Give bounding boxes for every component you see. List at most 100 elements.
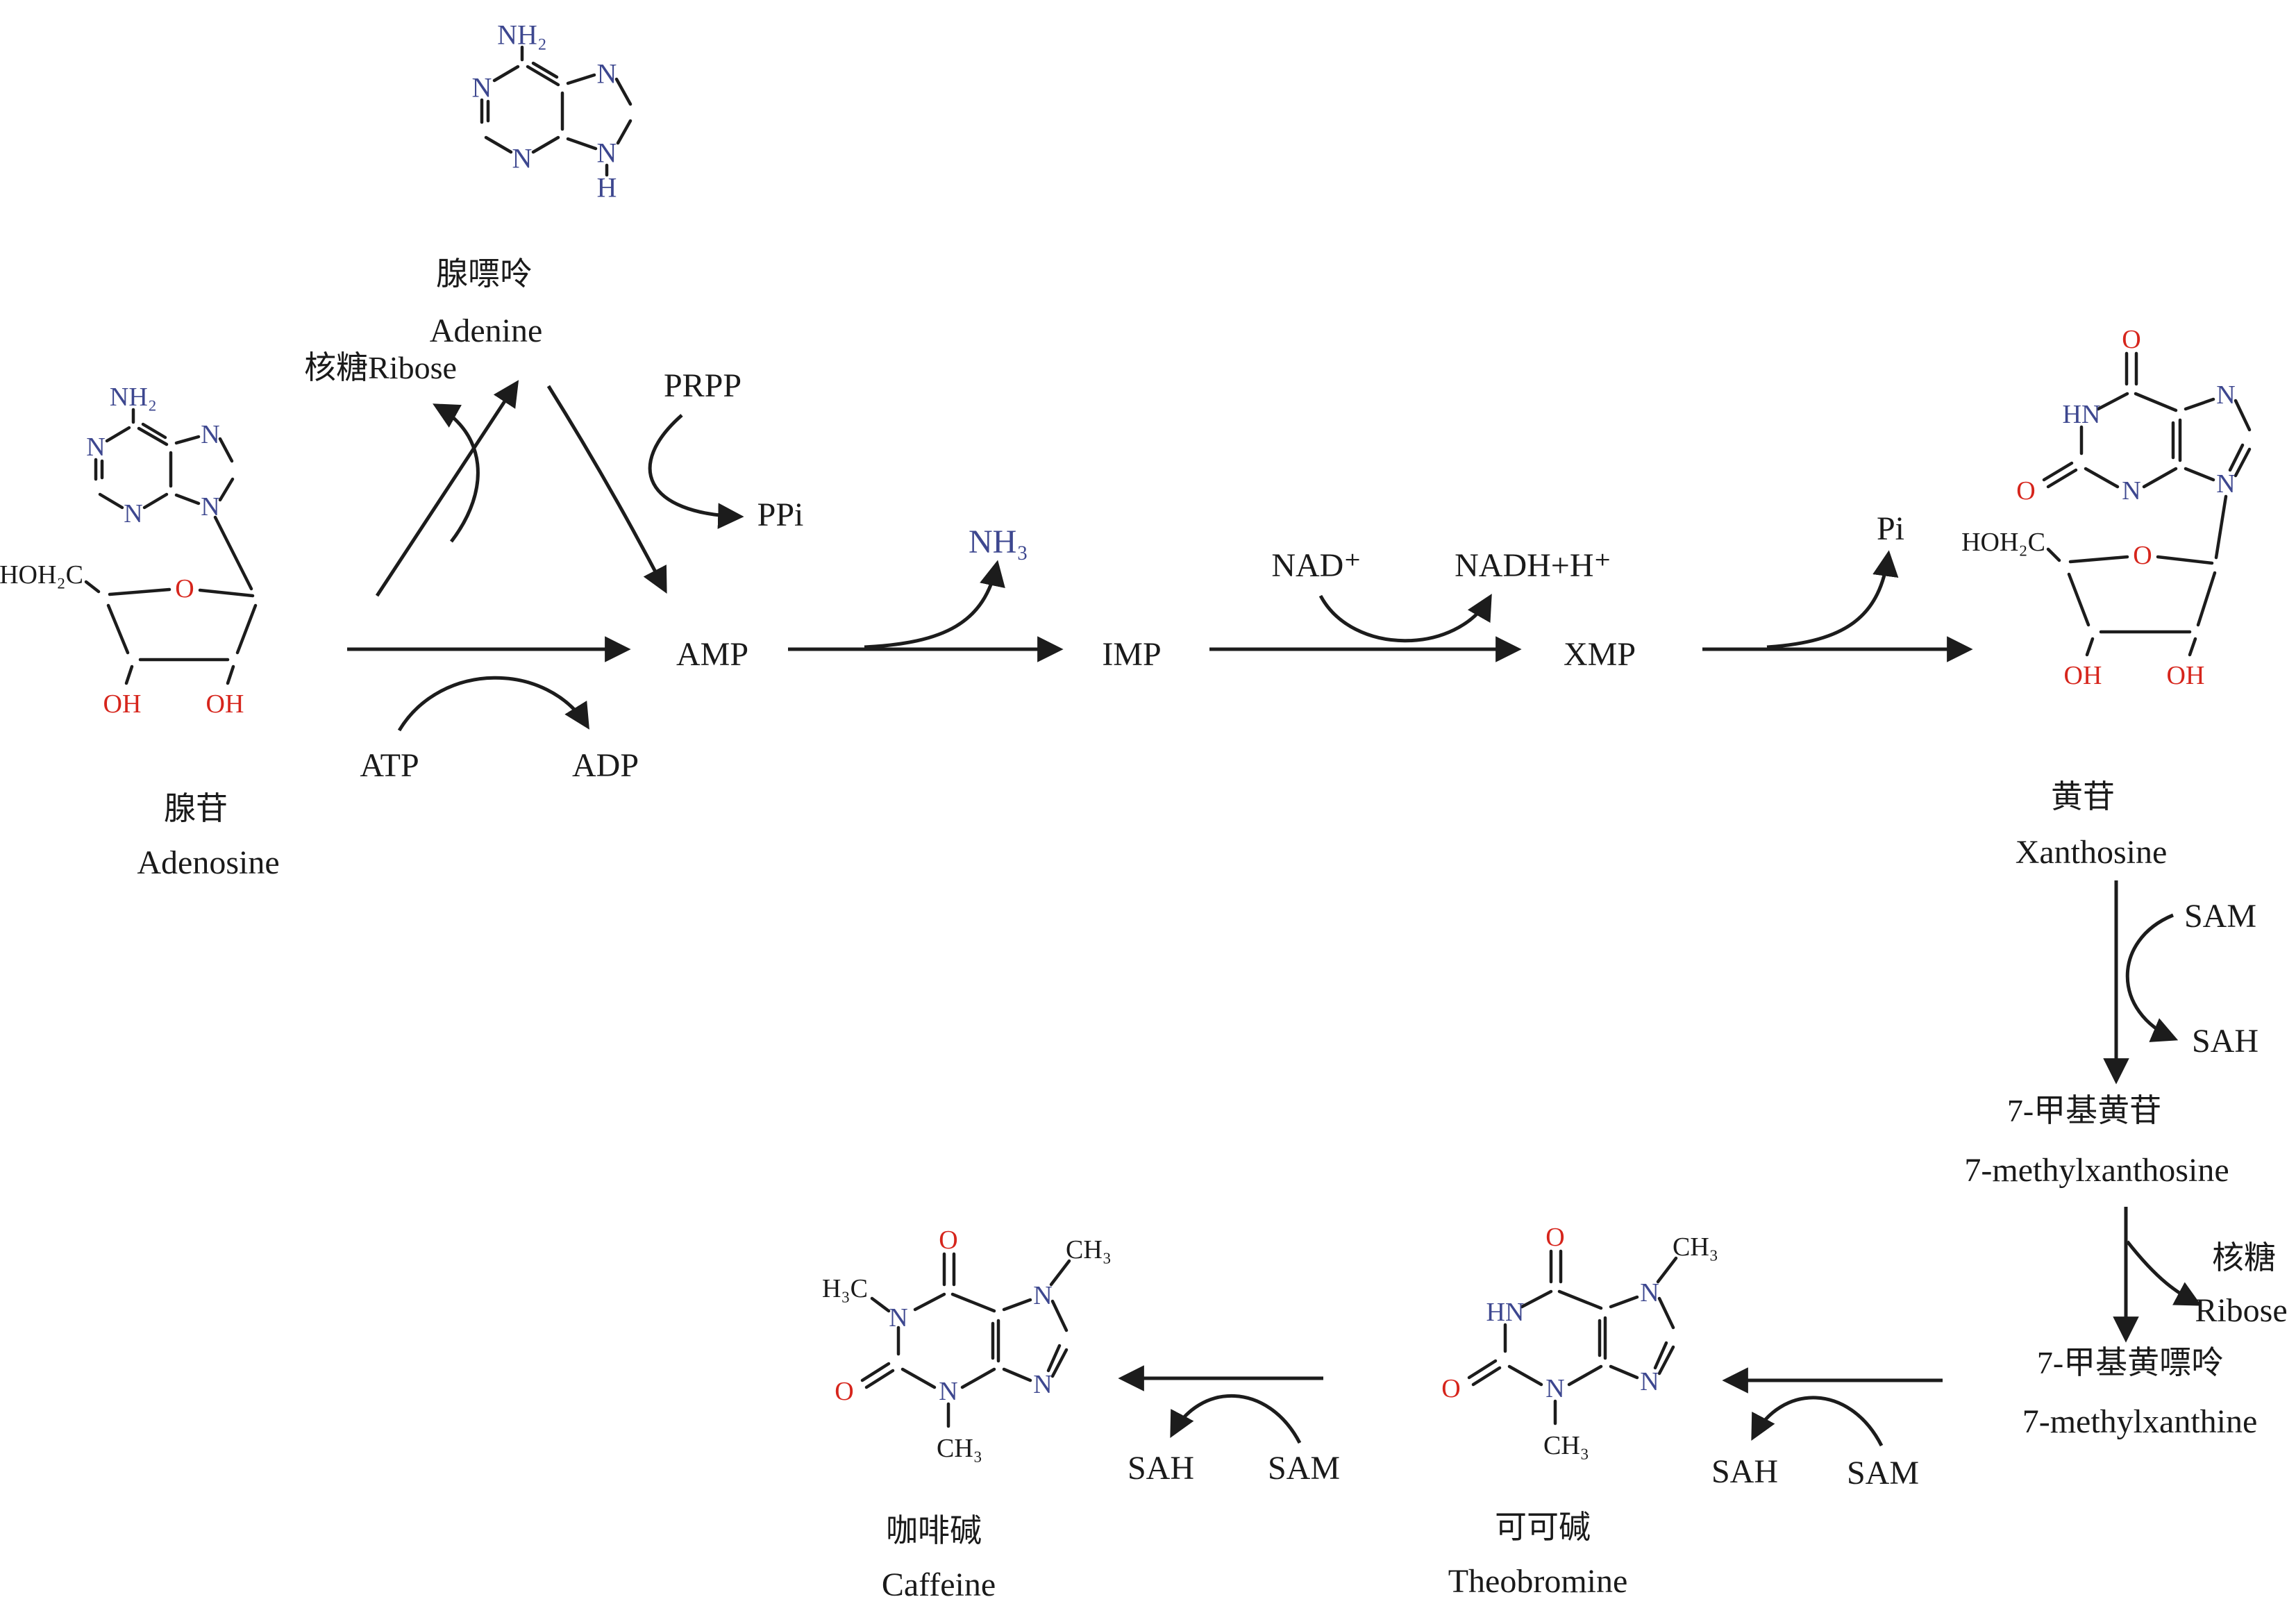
sam-label-3: SAM — [1267, 1450, 1341, 1487]
adenosine-structure: NH₂ N N N N HOH₂C O OH OH — [0, 383, 258, 719]
methylxanthine-name-en: 7-methylxanthine — [2022, 1403, 2258, 1440]
theobromine-name-zh: 可可碱 — [1495, 1510, 1591, 1545]
pi-label: Pi — [1876, 510, 1905, 547]
amp-label: AMP — [676, 636, 749, 673]
caffeine-bonds — [860, 1252, 1071, 1428]
adenine-structure: NH₂ N N N N H — [472, 19, 632, 203]
theobromine-ch3-n7-label: CH₃ — [1673, 1232, 1718, 1262]
caffeine-structure: O H₃C N O N N N CH₃ CH₃ — [822, 1226, 1112, 1463]
adenosine-name-en: Adenosine — [137, 844, 280, 881]
arrow-nh3-release — [864, 560, 1005, 649]
adenosine-n3-label: N — [124, 499, 142, 528]
adenine-nh2-label: NH₂ — [497, 19, 547, 51]
adenine-n1-label: N — [472, 72, 492, 103]
theobromine-o2-label: O — [1441, 1374, 1460, 1403]
xanthosine-o2-label: O — [2016, 476, 2035, 505]
adenine-h9-label: H — [597, 172, 617, 203]
caffeine-name-zh: 咖啡碱 — [886, 1513, 982, 1548]
methylxanthosine-name-en: 7-methylxanthosine — [1964, 1152, 2229, 1189]
sah-label-3: SAH — [1127, 1450, 1195, 1487]
adenosine-n1-label: N — [86, 433, 105, 462]
theobromine-n7-label: N — [1640, 1278, 1659, 1307]
adenosine-hoh2c-label: HOH₂C — [0, 560, 83, 590]
ribose-label-zh: 核糖 — [2212, 1240, 2276, 1276]
arrow-ribose-release-2 — [2126, 1240, 2202, 1306]
caffeine-n1-label: N — [889, 1303, 907, 1332]
xanthosine-structure: O HN O N N N HOH₂C O OH OH — [1961, 325, 2252, 690]
xanthosine-n3-label: N — [2122, 476, 2140, 505]
theobromine-o6-label: O — [1545, 1223, 1564, 1252]
adp-label: ADP — [571, 747, 639, 784]
methylxanthosine-name-zh: 7-甲基黄苷 — [2006, 1093, 2162, 1128]
arrow-sam-sah-1 — [2125, 913, 2179, 1042]
adenosine-oh-a-label: OH — [103, 689, 142, 719]
adenosine-ring-o-label: O — [175, 574, 194, 603]
theobromine-ch3-n3-label: CH₃ — [1543, 1431, 1589, 1460]
caffeine-n3-label: N — [939, 1377, 957, 1406]
xanthosine-oh-b-label: OH — [2167, 661, 2205, 690]
ppi-label: PPi — [757, 496, 804, 533]
adenosine-name-zh: 腺苷 — [164, 791, 228, 826]
xanthosine-n1-label: HN — [2063, 400, 2101, 429]
xanthosine-hoh2c-label: HOH₂C — [1961, 528, 2045, 557]
caffeine-name-en: Caffeine — [881, 1566, 996, 1597]
sah-label-1: SAH — [2191, 1023, 2259, 1060]
caffeine-ch3-n3-label: CH₃ — [937, 1434, 982, 1463]
xanthosine-o6-label: O — [2122, 325, 2140, 354]
methylxanthine-name-zh: 7-甲基黄嘌呤 — [2036, 1345, 2224, 1380]
xanthosine-n9-label: N — [2216, 469, 2235, 499]
xanthosine-name-zh: 黄苷 — [2051, 779, 2115, 814]
xanthosine-ring-o-label: O — [2133, 541, 2152, 570]
theobromine-structure: O HN O N N N CH₃ CH₃ — [1441, 1223, 1718, 1460]
atp-label: ATP — [360, 747, 419, 784]
caffeine-o2-label: O — [835, 1377, 853, 1406]
arrow-prpp-ppi — [648, 414, 744, 529]
xanthosine-oh-a-label: OH — [2064, 661, 2102, 690]
adenine-n3-label: N — [512, 143, 533, 174]
xanthosine-bonds — [2042, 351, 2252, 657]
reaction-arrows — [347, 380, 2202, 1447]
xmp-label: XMP — [1563, 636, 1636, 673]
arrow-adenosine-adenine — [375, 380, 519, 597]
adenosine-n9-label: N — [201, 492, 219, 521]
adenine-name-en: Adenine — [429, 312, 543, 349]
arrow-nad-nadh — [1318, 594, 1492, 643]
arrow-ribose-release — [433, 403, 480, 543]
arrow-pi-release — [1766, 550, 1899, 649]
theobromine-n1-label: HN — [1486, 1298, 1525, 1327]
caffeine-h3c-label: H₃C — [822, 1274, 868, 1303]
adenosine-bonds — [84, 408, 258, 685]
sam-label-1: SAM — [2184, 898, 2257, 935]
theobromine-n3-label: N — [1545, 1374, 1564, 1403]
adenine-bonds — [480, 45, 632, 177]
caffeine-o6-label: O — [939, 1226, 957, 1255]
ribose-top-label: 核糖Ribose — [304, 350, 457, 385]
arrow-adenine-amp — [546, 385, 667, 594]
arrow-sam-sah-3 — [1170, 1394, 1302, 1444]
caffeine-n7-label: N — [1033, 1281, 1052, 1310]
adenine-name-zh: 腺嘌呤 — [436, 256, 532, 292]
adenosine-oh-b-label: OH — [206, 689, 244, 719]
nh3-label: NH₃ — [968, 524, 1029, 560]
adenine-n9-label: N — [597, 137, 617, 169]
arrow-atp-adp — [397, 676, 589, 732]
adenosine-nh2-label: NH₂ — [110, 383, 157, 412]
nad-label: NAD⁺ — [1271, 547, 1361, 584]
theobromine-name-en: Theobromine — [1448, 1563, 1628, 1597]
caffeine-ch3-n7-label: CH₃ — [1066, 1235, 1112, 1264]
arrow-sam-sah-2 — [1751, 1396, 1884, 1447]
adenosine-n7-label: N — [201, 420, 219, 449]
adenine-n7-label: N — [597, 58, 617, 90]
theobromine-n9-label: N — [1640, 1367, 1659, 1396]
imp-label: IMP — [1102, 636, 1162, 673]
theobromine-bonds — [1467, 1249, 1678, 1425]
prpp-label: PRPP — [663, 367, 742, 404]
xanthosine-name-en: Xanthosine — [2015, 834, 2168, 871]
caffeine-n9-label: N — [1033, 1370, 1052, 1399]
sam-label-2: SAM — [1846, 1455, 1920, 1491]
ribose-label-en: Ribose — [2195, 1292, 2288, 1329]
xanthosine-n7-label: N — [2216, 381, 2235, 410]
nadh-label: NADH+H⁺ — [1455, 547, 1611, 584]
